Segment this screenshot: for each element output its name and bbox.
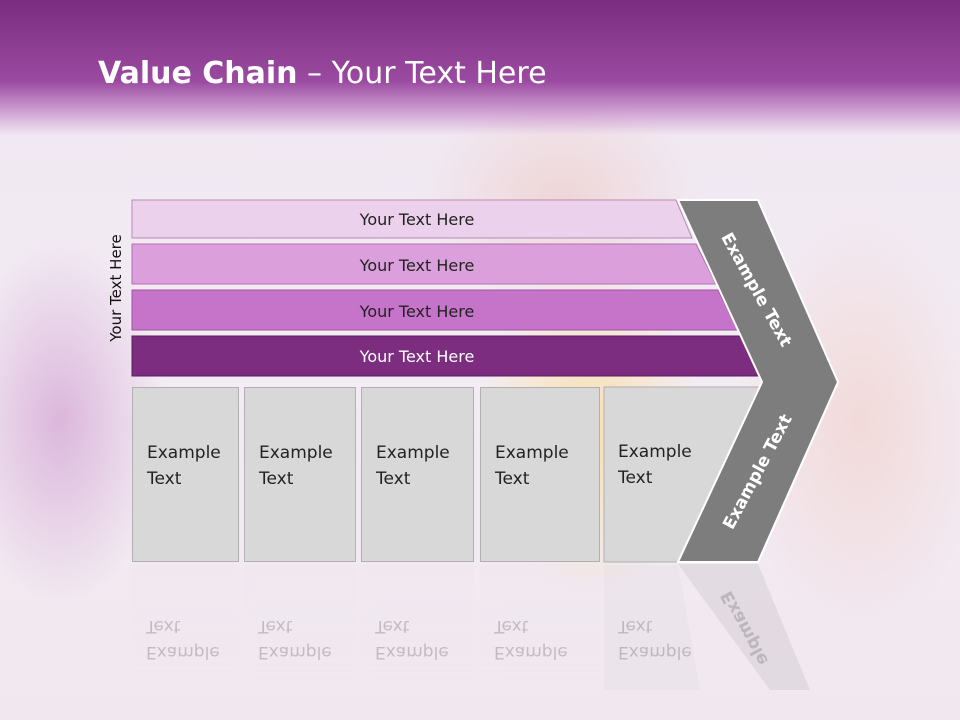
box-1-reflection-line-2: Text [146, 616, 181, 636]
box-1-line-2: Text [147, 469, 182, 489]
box-5-reflection-line-2: Text [618, 616, 653, 636]
box-2-line-2: Text [259, 469, 294, 489]
box-3-reflection-line-1: Example [375, 642, 449, 662]
box-5-reflection-line-1: Example [618, 642, 692, 662]
bar-3-label: Your Text Here [359, 301, 475, 321]
box-2-reflection-line-1: Example [258, 642, 332, 662]
box-5-line-1: Example [618, 442, 692, 462]
box-4-reflection: Example Text [480, 565, 600, 695]
title-bold: Value Chain [98, 56, 298, 91]
box-3-line-1: Example [376, 443, 450, 463]
activity-box-5: Example Text [604, 387, 714, 562]
box-1-line-1: Example [147, 443, 221, 463]
box-2-reflection: Example Text [244, 565, 356, 695]
activity-box-3: Example Text [361, 387, 474, 562]
box-4-reflection-line-1: Example [494, 642, 568, 662]
chevron-arrow [676, 199, 840, 563]
box-5-line-2: Text [618, 468, 653, 488]
chevron-reflection [678, 564, 810, 690]
box-1-reflection-line-1: Example [146, 642, 220, 662]
bar-2-label: Your Text Here [359, 255, 475, 275]
title-banner [0, 0, 960, 135]
bar-4-label: Your Text Here [359, 346, 475, 366]
bar-1-label: Your Text Here [359, 209, 475, 229]
box-3-reflection: Example Text [361, 565, 474, 695]
title-rest: – Your Text Here [297, 56, 547, 91]
box-2-line-1: Example [259, 443, 333, 463]
activity-box-2: Example Text [244, 387, 356, 562]
box-4-line-1: Example [495, 443, 569, 463]
box-5-reflection: Example Text [604, 565, 692, 695]
bar-shape-1 [131, 199, 693, 239]
box-4-line-2: Text [495, 469, 530, 489]
box-3-reflection-line-2: Text [375, 616, 410, 636]
activity-box-1: Example Text [132, 387, 239, 562]
activity-box-4: Example Text [480, 387, 600, 562]
page-title: Value Chain – Your Text Here [98, 56, 547, 91]
box-2-reflection-line-2: Text [258, 616, 293, 636]
box-4-reflection-line-2: Text [494, 616, 529, 636]
box-3-line-2: Text [376, 469, 411, 489]
box-1-reflection: Example Text [132, 565, 239, 695]
last-box-reflection [604, 565, 700, 690]
